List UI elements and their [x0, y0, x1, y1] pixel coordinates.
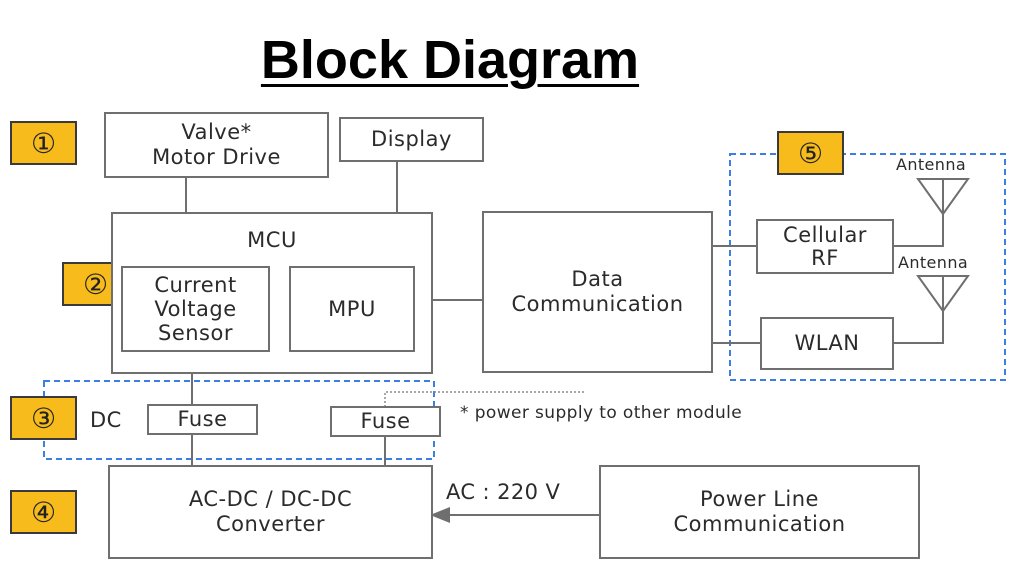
- converter-block: AC-DC / DC-DC Converter: [108, 465, 433, 559]
- data-communication-block: Data Communication: [482, 211, 713, 373]
- badge-3: ③: [10, 396, 77, 440]
- badge-5: ⑤: [777, 131, 844, 175]
- display-label: Display: [371, 127, 452, 151]
- other-module-note: * power supply to other module: [460, 403, 743, 423]
- fuse-left-block: Fuse: [147, 404, 258, 435]
- badge-4: ④: [10, 490, 77, 534]
- fuse-right-block: Fuse: [330, 406, 441, 437]
- sensor-label: Current Voltage Sensor: [154, 273, 237, 345]
- wlan-label: WLAN: [794, 331, 860, 355]
- connector-cellular-antenna: [893, 214, 944, 247]
- power-line-communication-label: Power Line Communication: [673, 487, 846, 536]
- fuse-left-label: Fuse: [177, 407, 228, 431]
- valve-motor-drive-label: Valve* Motor Drive: [152, 120, 281, 169]
- mcu-label: MCU: [247, 228, 297, 252]
- connector-wlan-antenna: [893, 311, 944, 344]
- mpu-label: MPU: [328, 296, 376, 321]
- sensor-block: Current Voltage Sensor: [121, 266, 270, 352]
- ac-voltage-label: AC : 220 V: [446, 480, 561, 504]
- converter-label: AC-DC / DC-DC Converter: [188, 487, 353, 536]
- display-block: Display: [339, 117, 484, 162]
- data-communication-label: Data Communication: [511, 267, 684, 316]
- mpu-block: MPU: [289, 266, 415, 352]
- connector-fuse-right-other-module: [384, 391, 585, 407]
- cellular-rf-label: Cellular RF: [783, 222, 867, 270]
- cellular-rf-block: Cellular RF: [756, 219, 894, 274]
- power-line-communication-block: Power Line Communication: [599, 465, 920, 559]
- dc-group-outline: [43, 380, 435, 460]
- badge-1: ①: [10, 121, 77, 165]
- antenna-bottom-label: Antenna: [898, 253, 969, 272]
- dc-label: DC: [90, 408, 122, 432]
- wlan-block: WLAN: [760, 317, 894, 370]
- fuse-right-label: Fuse: [360, 409, 411, 433]
- antenna-top-label: Antenna: [896, 155, 967, 174]
- valve-motor-drive-block: Valve* Motor Drive: [104, 112, 329, 178]
- page-title: Block Diagram: [260, 30, 640, 90]
